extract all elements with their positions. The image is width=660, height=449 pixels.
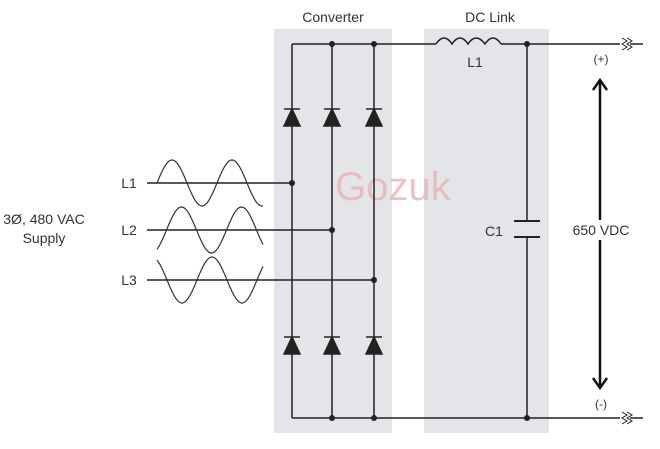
phase-l1-label: L1 [121, 175, 137, 191]
capacitor-label: C1 [485, 223, 503, 239]
supply-label-line2: Supply [23, 230, 66, 246]
sine-wave-l2 [156, 206, 264, 254]
diode-bottom-2 [322, 335, 342, 355]
diode-bottom-3 [364, 335, 384, 355]
inductor-symbol [435, 37, 502, 46]
diode-top-3 [364, 107, 384, 127]
phase-l2-label: L2 [121, 222, 137, 238]
diode-top-1 [282, 107, 302, 127]
positive-label: (+) [594, 52, 609, 66]
supply-label-line1: 3Ø, 480 VAC [3, 211, 84, 227]
sine-wave-l3 [156, 256, 264, 304]
phase-l3-label: L3 [121, 272, 137, 288]
dc-link-panel [424, 29, 549, 433]
sine-wave-l1 [156, 159, 264, 207]
inductor-label: L1 [467, 54, 483, 70]
dc-voltage-label: 650 VDC [573, 222, 630, 238]
diodes [282, 107, 384, 355]
converter-title: Converter [302, 9, 364, 25]
dc-link-title: DC Link [465, 9, 516, 25]
diode-top-2 [322, 107, 342, 127]
sine-waves [156, 159, 264, 304]
diode-bottom-1 [282, 335, 302, 355]
negative-label: (-) [595, 397, 607, 411]
watermark: Gozuk [335, 165, 452, 209]
junction-dots [289, 41, 530, 421]
